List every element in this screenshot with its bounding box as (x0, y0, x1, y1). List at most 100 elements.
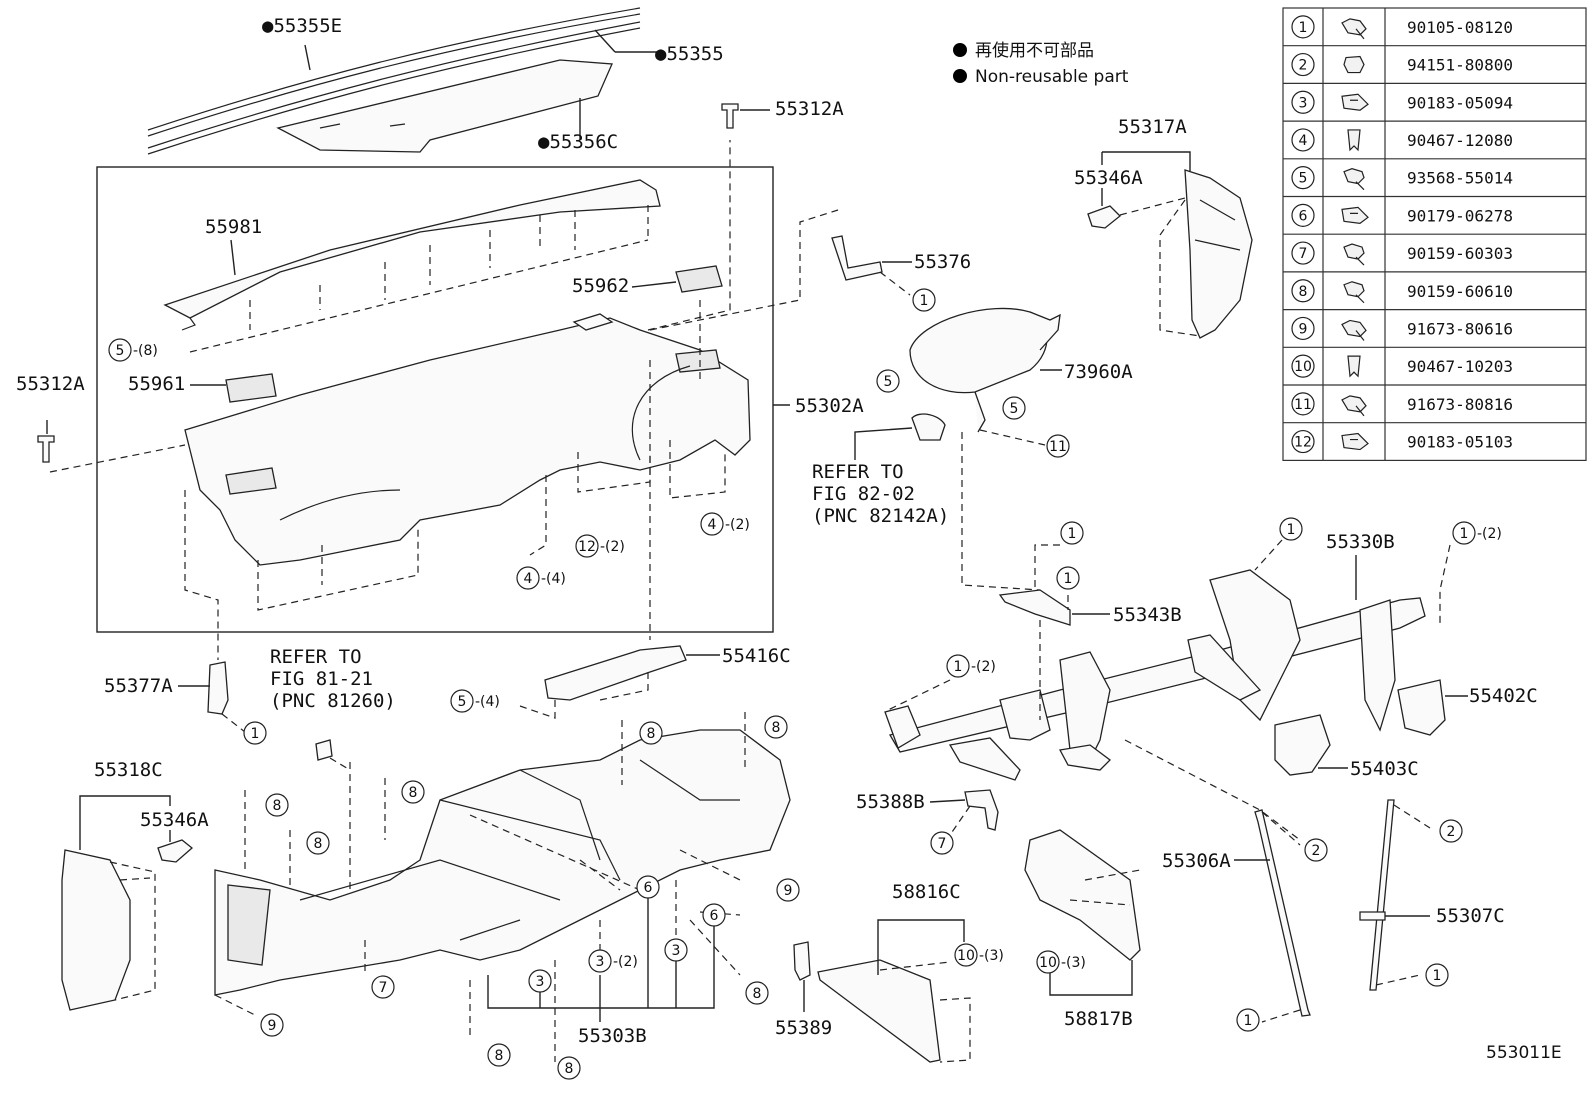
label-58817B: 58817B (1064, 1008, 1133, 1030)
qty-5-4: -(4) (475, 694, 500, 710)
label-55355E: ●55355E (262, 15, 342, 37)
qty-4-2: -(2) (725, 517, 750, 533)
push-clip-icon (1347, 129, 1361, 152)
panel-assembly-frame (96, 166, 774, 633)
legend-english: Non-reusable part (975, 67, 1129, 87)
callout-8: 8 (265, 793, 289, 817)
clip-55389 (793, 941, 811, 981)
screw-icon (1343, 243, 1365, 266)
label-58816C: 58816C (892, 881, 961, 903)
callout-8: 8 (306, 831, 330, 855)
callout-4: 4 (516, 566, 540, 590)
svg-text:1: 1 (1064, 571, 1073, 587)
svg-text:1: 1 (954, 659, 963, 675)
clip-small (315, 739, 351, 771)
side-cover-55318C (61, 849, 156, 1011)
fastener-row: 7 90159-60303 (1291, 241, 1513, 266)
ref-note-1-line3: (PNC 82142A) (812, 505, 949, 527)
svg-text:1: 1 (920, 293, 929, 309)
windshield-moulding (147, 7, 641, 155)
bolt-washer-icon (1341, 395, 1367, 417)
fastener-part-number: 91673-80616 (1407, 319, 1513, 338)
svg-text:4: 4 (708, 517, 717, 533)
fastener-part-number: 90159-60303 (1407, 244, 1513, 263)
nut-icon (1343, 55, 1365, 74)
svg-text:5: 5 (884, 374, 893, 390)
svg-text:9: 9 (268, 1018, 277, 1034)
svg-text:5: 5 (116, 343, 125, 359)
duct-55403C (1274, 714, 1331, 776)
fastener-part-number: 90467-10203 (1407, 357, 1513, 376)
clip-55346A-low (157, 839, 194, 863)
svg-text:1: 1 (1433, 968, 1442, 984)
label-73960A: 73960A (1064, 361, 1133, 383)
clip-nut-icon (1341, 206, 1369, 224)
callout-11: 11 (1046, 434, 1070, 458)
screw-icon (1343, 168, 1365, 191)
callout-1: 1 (243, 721, 267, 745)
fastener-part-number: 90183-05103 (1407, 433, 1513, 452)
callout-8: 8 (557, 1056, 581, 1080)
fastener-part-number: 90183-05094 (1407, 93, 1513, 112)
svg-text:2: 2 (1312, 843, 1321, 859)
fastener-part-number: 90159-60610 (1407, 282, 1513, 301)
label-55403C: 55403C (1350, 758, 1419, 780)
clip-55346A-top (1087, 205, 1121, 229)
qty-4-4: -(4) (541, 571, 566, 587)
fastener-number: 4 (1299, 133, 1308, 149)
fastener-number: 11 (1294, 397, 1312, 413)
svg-text:10: 10 (957, 948, 975, 964)
callout-10: 10 (1036, 950, 1060, 974)
callout-5: 5 (450, 689, 474, 713)
fastener-number: 7 (1299, 246, 1308, 262)
label-55312A-top: 55312A (775, 98, 844, 120)
brace-55307C (1359, 799, 1431, 991)
qty-10-3: -(3) (1061, 955, 1086, 971)
label-55317A: 55317A (1118, 116, 1187, 138)
panel-58816C (817, 959, 971, 1063)
svg-text:7: 7 (938, 836, 947, 852)
duct-55402C (1397, 679, 1446, 736)
instrument-panel-55302A (184, 265, 751, 566)
ref-note-1-line1: REFER TO (812, 461, 904, 483)
qty-12-2: -(2) (600, 539, 625, 555)
label-55389: 55389 (775, 1017, 832, 1039)
svg-text:6: 6 (710, 908, 719, 924)
svg-text:9: 9 (784, 883, 793, 899)
callout-8: 8 (764, 715, 788, 739)
fastener-number: 9 (1299, 321, 1308, 337)
figure-number: 553011E (1486, 1043, 1562, 1063)
ref-note-2-line1: REFER TO (270, 646, 362, 668)
callout-4: 4 (700, 512, 724, 536)
svg-text:6: 6 (644, 880, 653, 896)
lower-frame-55303B (214, 729, 791, 996)
label-55318C: 55318C (94, 759, 163, 781)
label-55307C: 55307C (1436, 905, 1505, 927)
fastener-row: 11 91673-80816 (1291, 392, 1513, 417)
svg-text:10: 10 (1039, 955, 1057, 971)
svg-text:1: 1 (251, 726, 260, 742)
ref-note-2-line3: (PNC 81260) (270, 690, 396, 712)
label-55356C: ●55356C (538, 131, 618, 153)
callout-8: 8 (639, 721, 663, 745)
svg-text:4: 4 (524, 571, 533, 587)
callout-12: 12 (575, 534, 599, 558)
clip-55312A-top (721, 103, 739, 129)
fastener-part-number: 91673-80816 (1407, 395, 1513, 414)
svg-text:3: 3 (672, 943, 681, 959)
svg-text:8: 8 (314, 836, 323, 852)
callout-6: 6 (702, 903, 726, 927)
qty-1-2: -(2) (1477, 526, 1502, 542)
clip-nut-icon (1341, 93, 1369, 111)
label-55388B: 55388B (856, 791, 925, 813)
callout-9: 9 (776, 878, 800, 902)
callout-5: 5 (108, 338, 132, 362)
svg-text:3: 3 (536, 974, 545, 990)
